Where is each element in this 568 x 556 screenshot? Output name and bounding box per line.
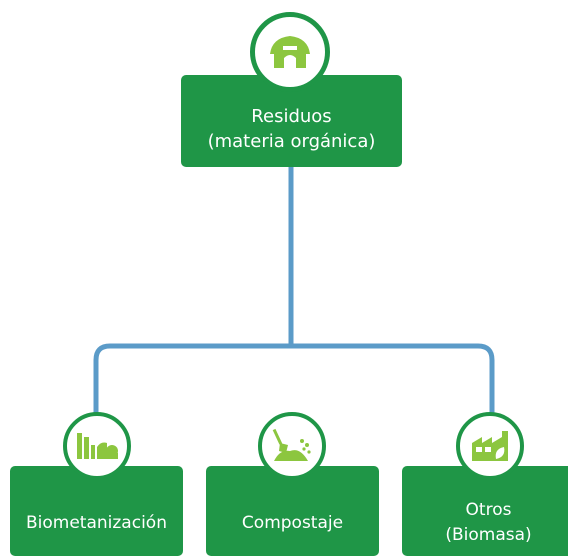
biogas-plant-icon [77,433,118,459]
branch-line [93,343,495,408]
child-node-box-compostaje: Compostaje [206,466,379,556]
shovel-compost-icon [272,428,311,461]
child-node-label: Biometanización [26,512,167,533]
child-node-box-biometanizacion: Biometanización [10,466,183,556]
child-node-label: Otros (Biomasa) [445,500,532,545]
factory-leaf-icon [472,431,508,461]
root-icon-circle [250,12,330,92]
child-icon-circle-biometanizacion [63,412,131,480]
root-node-label: Residuos (materia orgánica) [207,106,376,152]
child-node-box-otros: Otros (Biomasa) [402,466,568,556]
child-node-label: Compostaje [241,512,344,533]
barn-icon [270,36,310,68]
child-icon-circle-otros [456,412,524,480]
child-icon-circle-compostaje [258,412,326,480]
